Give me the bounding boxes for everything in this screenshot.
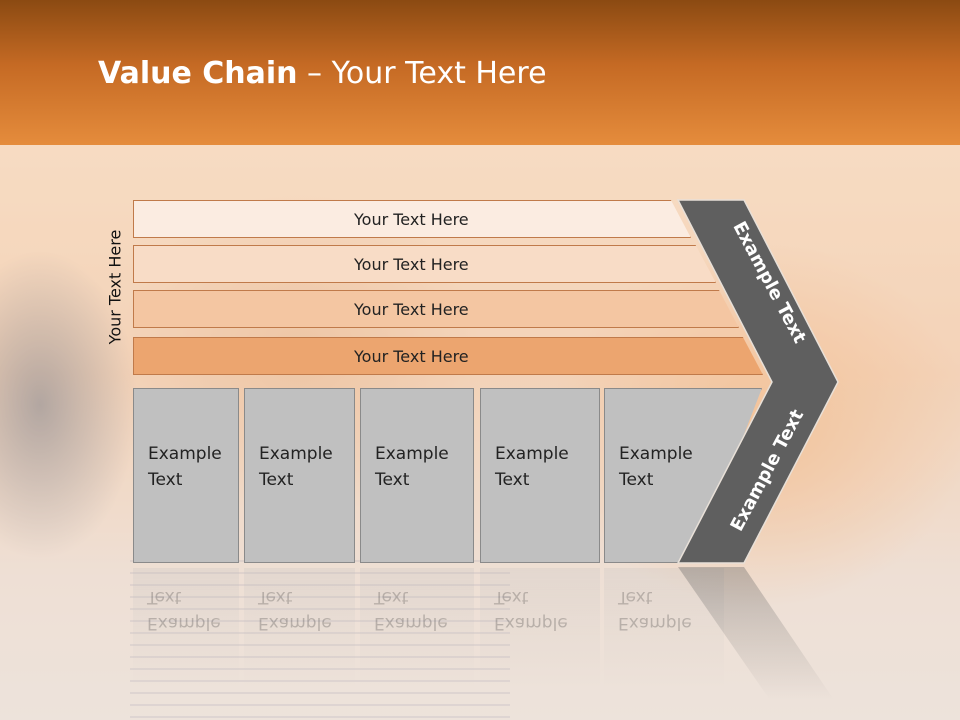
reflection-5-line1: Example xyxy=(618,613,692,633)
box-3-line1: Example xyxy=(375,444,449,464)
reflection-box-5: Example Text xyxy=(604,568,724,688)
box-2-line1: Example xyxy=(259,444,333,464)
activity-box-3[interactable]: Example Text xyxy=(360,388,474,563)
reflection-5-line2: Text xyxy=(618,587,653,607)
reflection-4-line1: Example xyxy=(494,613,568,633)
activity-box-2[interactable]: Example Text xyxy=(244,388,355,563)
reflection-box-3: Example Text xyxy=(360,568,474,688)
bar-2-label: Your Text Here xyxy=(354,255,469,274)
reflection-box-1: Example Text xyxy=(133,568,239,688)
bar-2[interactable]: Your Text Here xyxy=(133,245,716,283)
title-bold: Value Chain xyxy=(98,56,298,91)
header-band: Value Chain – Your Text Here xyxy=(0,0,960,145)
background-shirt-stripes xyxy=(130,560,510,720)
activity-box-1[interactable]: Example Text xyxy=(133,388,239,563)
bar-1-label: Your Text Here xyxy=(354,210,469,229)
reflection-2-line2: Text xyxy=(258,587,293,607)
box-1-line2: Text xyxy=(148,470,183,490)
reflection-3-line1: Example xyxy=(374,613,448,633)
box-2-line2: Text xyxy=(259,470,294,490)
bar-3-label: Your Text Here xyxy=(354,300,469,319)
reflection-3-line2: Text xyxy=(374,587,409,607)
reflection-1-line2: Text xyxy=(147,587,182,607)
box-5-line1: Example xyxy=(619,444,693,464)
side-label-text: Your Text Here xyxy=(105,229,125,345)
box-5-line2: Text xyxy=(619,470,654,490)
side-label[interactable]: Your Text Here xyxy=(105,222,125,352)
reflection-box-2: Example Text xyxy=(244,568,355,688)
box-4-line2: Text xyxy=(495,470,530,490)
reflection-4-line2: Text xyxy=(494,587,529,607)
reflection-box-4: Example Text xyxy=(480,568,600,688)
slide-title[interactable]: Value Chain – Your Text Here xyxy=(98,52,547,96)
reflection-1-line1: Example xyxy=(147,613,221,633)
bar-3[interactable]: Your Text Here xyxy=(133,290,739,328)
box-1-line1: Example xyxy=(148,444,222,464)
bar-1[interactable]: Your Text Here xyxy=(133,200,691,238)
box-3-line2: Text xyxy=(375,470,410,490)
reflection-2-line1: Example xyxy=(258,613,332,633)
bar-4[interactable]: Your Text Here xyxy=(133,337,763,375)
title-rest: – Your Text Here xyxy=(297,56,547,91)
activity-box-4[interactable]: Example Text xyxy=(480,388,600,563)
box-4-line1: Example xyxy=(495,444,569,464)
bar-4-label: Your Text Here xyxy=(354,347,469,366)
